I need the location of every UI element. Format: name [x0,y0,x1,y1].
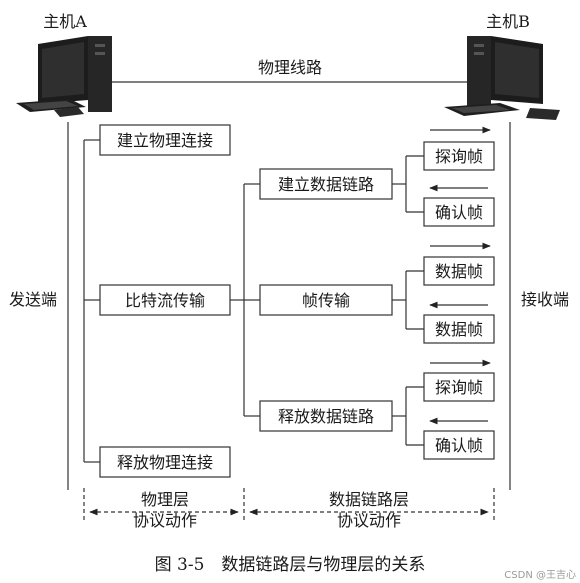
frame-label: 确认帧 [435,203,483,222]
computer-icon [444,36,560,120]
sender-label: 发送端 [9,290,57,309]
datalink-layer-sublabel: 协议动作 [337,511,401,530]
host-a-label: 主机A [43,12,87,31]
physical-layer-sublabel: 协议动作 [133,511,197,530]
physical-layer-label: 物理层 [141,490,189,509]
datalink-action-box-release [259,400,393,432]
datalink-action-release: 释放数据链路 [278,407,374,426]
computer-icon [16,36,112,117]
datalink-action-establish: 建立数据链路 [278,175,374,194]
host-b-label: 主机B [486,12,530,31]
frame-label: 探询帧 [435,378,483,397]
frame-label: 数据帧 [435,320,483,339]
physical-action-box-establish [99,124,231,156]
frame-box [423,372,495,402]
physical-action-release: 释放物理连接 [117,453,213,472]
frame-label: 确认帧 [435,436,483,455]
receiver-label: 接收端 [521,290,569,309]
physical-action-box-release [99,446,231,478]
frame-box [423,430,495,460]
watermark: CSDN @王吉心 [504,569,576,581]
datalink-action-transfer: 帧传输 [302,291,350,310]
frame-box [423,141,495,171]
frame-label: 数据帧 [435,262,483,281]
frame-box [423,256,495,286]
frame-box [423,197,495,227]
datalink-layer-label: 数据链路层 [329,490,409,509]
datalink-action-box-transfer [259,284,393,316]
physical-link-label: 物理线路 [258,58,322,77]
physical-action-transfer: 比特流传输 [125,291,205,310]
figure-caption: 图 3-5 数据链路层与物理层的关系 [155,555,426,575]
physical-action-establish: 建立物理连接 [117,131,213,150]
datalink-action-box-establish [259,168,393,200]
frame-box [423,314,495,344]
frame-label: 探询帧 [435,147,483,166]
